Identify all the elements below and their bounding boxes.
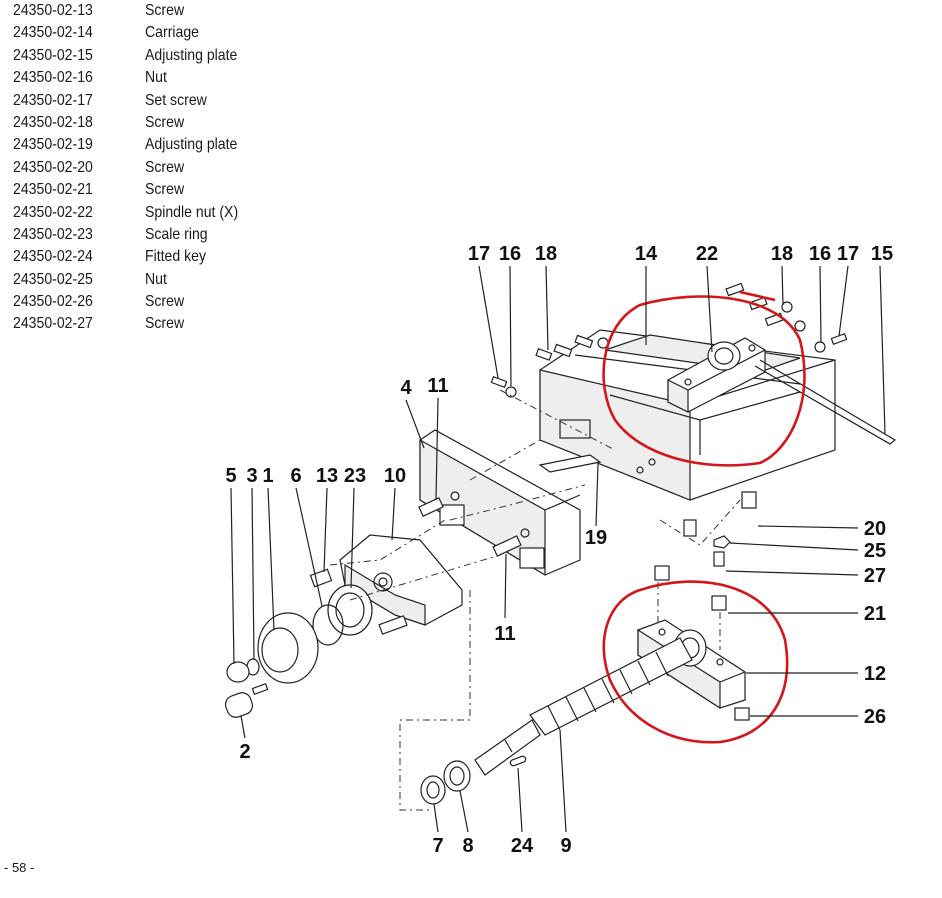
bearing-housing-part xyxy=(339,534,463,626)
callout-14: 14 xyxy=(635,243,658,265)
part-description: Screw xyxy=(145,2,185,19)
callout-9: 9 xyxy=(560,835,571,857)
part-number: 24350-02-20 xyxy=(13,158,93,176)
callout-labels: 17 16 18 14 22 18 16 17 15 4 11 5 3 1 6 … xyxy=(225,243,893,857)
screw-21 xyxy=(711,595,727,611)
page-number: - 58 - xyxy=(4,860,35,875)
callout-6: 6 xyxy=(290,465,301,487)
knob-cap xyxy=(226,661,250,683)
part-description: Carriage xyxy=(145,24,199,42)
part-number: 24350-02-16 xyxy=(13,69,93,87)
leader-lines xyxy=(230,265,886,833)
part-description: Adjusting plate xyxy=(145,46,238,64)
screw-27 xyxy=(713,551,725,567)
part-number: 24350-02-14 xyxy=(13,24,93,42)
callout-10: 10 xyxy=(384,465,406,487)
part-description: Set screw xyxy=(145,91,207,109)
part-number: 24350-02-15 xyxy=(13,46,93,64)
screw-13 xyxy=(309,568,333,588)
part-description: Screw xyxy=(145,113,185,131)
callout-12: 12 xyxy=(864,663,886,685)
part-number: 24350-02-25 xyxy=(13,270,93,288)
adjusting-plate-15 xyxy=(754,359,897,445)
part-number: 24350-02-24 xyxy=(13,248,93,266)
fitted-key xyxy=(509,755,527,767)
bearing xyxy=(443,760,471,792)
part-description: Adjusting plate xyxy=(145,136,238,154)
part-number: 24350-02-17 xyxy=(13,91,93,109)
callout-17a: 17 xyxy=(468,243,490,265)
nut-25 xyxy=(713,535,731,549)
part-description: Screw xyxy=(145,181,185,199)
handle xyxy=(224,683,269,718)
scale-ring xyxy=(327,584,373,636)
callout-13: 13 xyxy=(316,465,338,487)
callout-22: 22 xyxy=(696,243,718,265)
screw-26 xyxy=(734,707,750,721)
callout-17b: 17 xyxy=(837,243,859,265)
highlight-circle-top xyxy=(602,295,806,467)
screw-13b xyxy=(378,615,408,635)
callout-7: 7 xyxy=(432,835,443,857)
screw-20 xyxy=(741,491,757,509)
highlight-circle-top-tail xyxy=(739,290,776,302)
part-number: 24350-02-19 xyxy=(13,136,93,154)
callout-5: 5 xyxy=(225,465,236,487)
callout-2: 2 xyxy=(239,741,250,763)
part-number: 24350-02-21 xyxy=(13,181,93,199)
callout-1: 1 xyxy=(262,465,273,487)
callout-4: 4 xyxy=(400,377,412,399)
bushing xyxy=(420,775,446,805)
callout-19: 19 xyxy=(585,527,607,549)
callout-18b: 18 xyxy=(771,243,793,265)
callout-25: 25 xyxy=(864,540,886,562)
callout-15: 15 xyxy=(871,243,893,265)
assembly-lines xyxy=(329,389,741,811)
part-number: 24350-02-18 xyxy=(13,113,93,131)
part-description: Screw xyxy=(145,315,185,333)
screw-21-top xyxy=(654,565,670,581)
part-description: Screw xyxy=(145,158,185,176)
part-description: Scale ring xyxy=(145,225,208,243)
callout-8: 8 xyxy=(462,835,473,857)
callout-11b: 11 xyxy=(494,623,515,645)
part-description: Fitted key xyxy=(145,248,207,266)
callout-27: 27 xyxy=(864,565,886,587)
carriage-part xyxy=(539,329,836,501)
dial xyxy=(257,612,319,684)
part-number: 24350-02-13 xyxy=(13,2,93,19)
callout-26: 26 xyxy=(864,706,886,728)
lead-screw xyxy=(474,637,693,776)
screw-11-lower xyxy=(492,535,522,557)
part-number: 24350-02-26 xyxy=(13,293,93,311)
callout-16a: 16 xyxy=(499,243,521,265)
screw-11-upper xyxy=(418,497,444,517)
callout-23: 23 xyxy=(344,465,366,487)
callout-20: 20 xyxy=(864,518,886,540)
highlight-circle-bottom xyxy=(602,580,789,744)
callout-21: 21 xyxy=(864,603,886,625)
callout-11a: 11 xyxy=(427,375,448,397)
part-description: Nut xyxy=(145,69,167,87)
callout-24: 24 xyxy=(511,835,534,857)
o-ring xyxy=(312,604,344,646)
adjusting-plate-19 xyxy=(538,454,602,473)
part-description: Screw xyxy=(145,293,185,311)
callout-18a: 18 xyxy=(535,243,557,265)
callout-3: 3 xyxy=(246,465,257,487)
part-number: 24350-02-23 xyxy=(13,225,93,243)
callout-16b: 16 xyxy=(809,243,831,265)
part-number: 24350-02-22 xyxy=(13,203,93,221)
part-description: Spindle nut (X) xyxy=(145,203,239,221)
part-description: Nut xyxy=(145,270,167,288)
part-number: 24350-02-27 xyxy=(13,315,93,333)
screw-20b xyxy=(683,519,697,537)
